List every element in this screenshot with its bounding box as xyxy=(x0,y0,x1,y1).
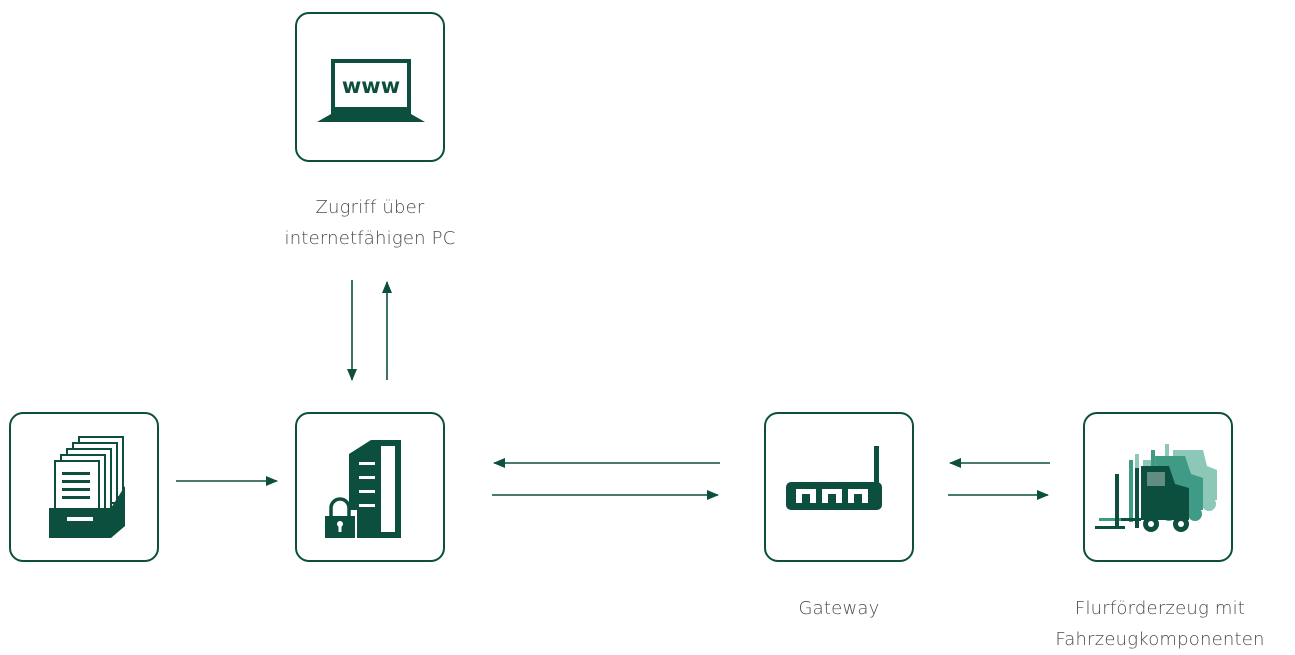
vehicle-caption-line2: Fahrzeugkomponenten xyxy=(1055,629,1265,650)
pc-caption-line2: internetfähigen PC xyxy=(284,228,456,249)
gateway-caption: Gateway xyxy=(739,593,939,624)
vehicle-node xyxy=(1083,412,1233,562)
archive-node xyxy=(9,412,159,562)
vehicle-caption: Flurförderzeug mit Fahrzeugkomponenten xyxy=(1030,593,1290,655)
forklift-fleet-icon xyxy=(1095,444,1217,532)
router-icon xyxy=(786,446,882,510)
gateway-node xyxy=(764,412,914,562)
pc-caption-line1: Zugriff über xyxy=(315,197,425,218)
svg-text:www: www xyxy=(342,74,400,98)
file-archive-icon xyxy=(49,436,125,538)
secure-server-icon xyxy=(323,440,401,538)
vehicle-caption-line1: Flurförderzeug mit xyxy=(1074,598,1246,619)
pc-node: www xyxy=(295,12,445,162)
gateway-caption-line1: Gateway xyxy=(798,598,880,619)
laptop-www-icon: www xyxy=(317,59,425,122)
pc-caption: Zugriff über internetfähigen PC xyxy=(240,192,500,254)
server-node xyxy=(295,412,445,562)
